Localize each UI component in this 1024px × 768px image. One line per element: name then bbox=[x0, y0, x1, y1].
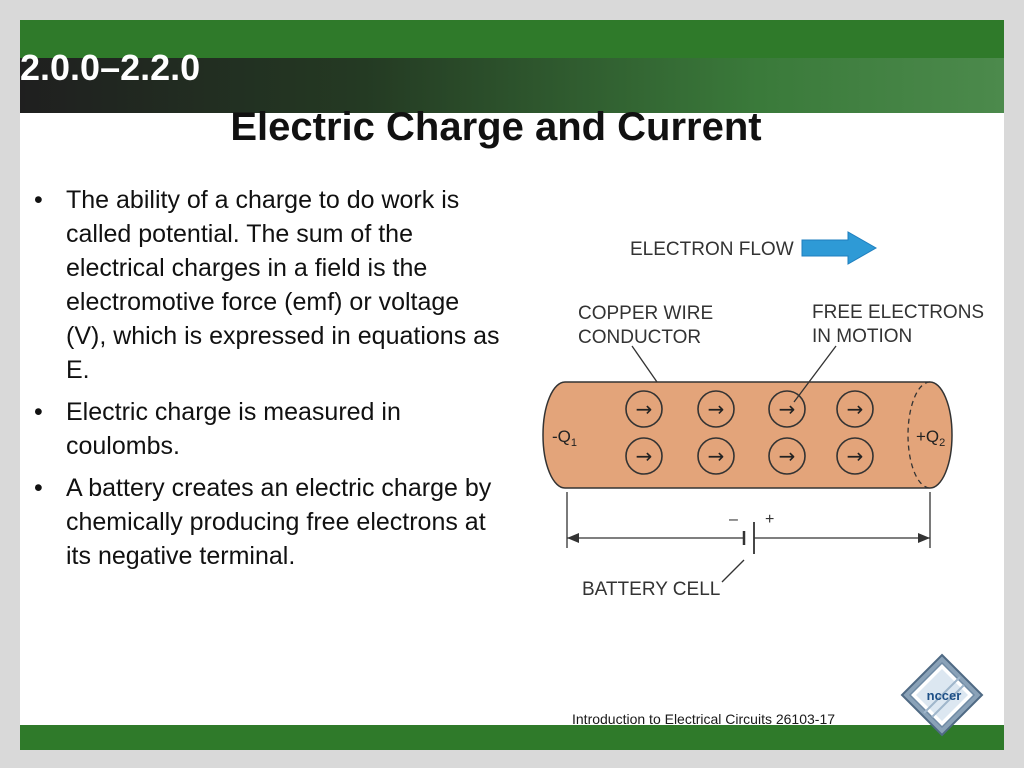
header-top-band bbox=[20, 20, 1004, 58]
electron-flow-arrow-icon bbox=[801, 231, 878, 265]
electron-circle bbox=[836, 390, 874, 428]
free-electrons-label-line2: IN MOTION bbox=[812, 326, 912, 347]
bullet-item: • A battery creates an electric charge by… bbox=[30, 471, 500, 573]
positive-charge-label: +Q2 bbox=[916, 427, 945, 449]
free-electrons-label-line1: FREE ELECTRONS bbox=[812, 302, 984, 323]
electron-arrow-icon: → bbox=[636, 397, 653, 421]
bullet-dot: • bbox=[34, 398, 43, 426]
logo-text: nccer bbox=[927, 688, 962, 703]
header-title-band bbox=[20, 58, 1004, 113]
conductor-end-hidden-edge bbox=[907, 381, 931, 489]
copper-wire-label-line2: CONDUCTOR bbox=[578, 327, 701, 348]
bullet-dot: • bbox=[34, 474, 43, 502]
bullet-text: Electric charge is measured in coulombs. bbox=[66, 398, 401, 460]
electron-arrow-icon: → bbox=[708, 397, 725, 421]
bullet-list: • The ability of a charge to do work is c… bbox=[30, 183, 500, 581]
bullet-text: A battery creates an electric charge by … bbox=[66, 474, 492, 570]
section-number: 2.0.0–2.2.0 bbox=[20, 47, 201, 88]
negative-charge-label: -Q1 bbox=[552, 427, 577, 449]
electron-circle bbox=[836, 437, 874, 475]
bullet-dot: • bbox=[34, 186, 43, 214]
electron-circle bbox=[697, 437, 735, 475]
slide-title: Electric Charge and Current bbox=[230, 105, 762, 149]
copper-wire-leader-line bbox=[631, 345, 658, 383]
electron-row-top: → → → → bbox=[625, 390, 874, 428]
free-electrons-leader-line bbox=[793, 345, 837, 403]
electron-circle bbox=[625, 390, 663, 428]
electron-circle bbox=[768, 390, 806, 428]
electron-row-bottom: → → → → bbox=[625, 437, 874, 475]
electron-flow-label: ELECTRON FLOW bbox=[630, 239, 794, 260]
footer-course-title: Introduction to Electrical Circuits 2610… bbox=[572, 711, 836, 727]
electron-circle bbox=[625, 437, 663, 475]
footer-band bbox=[20, 725, 1004, 750]
nccer-logo: nccer bbox=[900, 653, 984, 737]
electron-circle bbox=[697, 390, 735, 428]
electron-arrow-icon: → bbox=[847, 397, 864, 421]
electron-arrow-icon: → bbox=[708, 444, 725, 468]
bullet-text: The ability of a charge to do work is ca… bbox=[66, 186, 500, 384]
copper-conductor bbox=[542, 381, 953, 489]
electron-circle bbox=[768, 437, 806, 475]
bullet-item: • The ability of a charge to do work is c… bbox=[30, 183, 500, 387]
battery-minus-sign: – bbox=[729, 511, 738, 528]
left-arrowhead-icon bbox=[567, 533, 579, 543]
copper-wire-label-line1: COPPER WIRE bbox=[578, 303, 713, 324]
battery-plus-sign: + bbox=[765, 511, 774, 528]
electron-arrow-icon: → bbox=[779, 444, 796, 468]
electron-arrow-icon: → bbox=[847, 444, 864, 468]
bullet-item: • Electric charge is measured in coulombs… bbox=[30, 395, 500, 463]
electron-arrow-icon: → bbox=[636, 444, 653, 468]
battery-cell-label: BATTERY CELL bbox=[582, 579, 720, 600]
right-arrowhead-icon bbox=[918, 533, 930, 543]
electron-arrow-icon: → bbox=[779, 397, 796, 421]
battery-leader-line bbox=[721, 559, 745, 583]
